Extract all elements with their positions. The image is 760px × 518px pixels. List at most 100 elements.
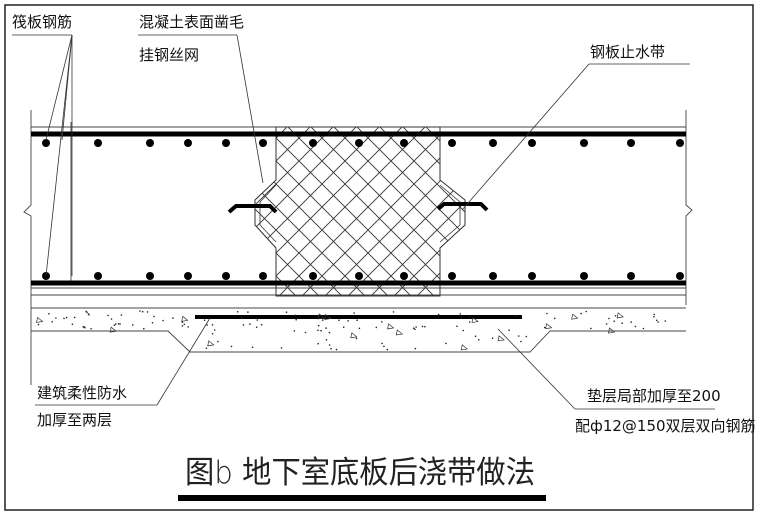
concrete-aggregate-mark [320, 329, 322, 332]
concrete-aggregate-mark [415, 326, 417, 328]
concrete-aggregate-mark [82, 326, 84, 328]
concrete-aggregate-mark [338, 319, 340, 322]
concrete-aggregate-mark [321, 319, 324, 321]
bottom-rebar-dot [627, 272, 635, 280]
concrete-aggregate-mark [86, 311, 88, 314]
concrete-aggregate-mark [421, 325, 424, 328]
concrete-aggregate-mark [469, 316, 471, 319]
concrete-aggregate-mark [424, 325, 426, 328]
concrete-aggregate-mark [543, 326, 546, 329]
concrete-aggregate-mark [172, 317, 174, 319]
bottom-rebar-dot [309, 272, 317, 280]
concrete-aggregate-mark [65, 316, 68, 319]
concrete-aggregate-mark [630, 321, 632, 323]
concrete-aggregate-mark [211, 324, 214, 326]
concrete-aggregate-mark [508, 329, 510, 332]
concrete-aggregate-mark [350, 332, 358, 339]
leader-lines [12, 34, 715, 410]
concrete-aggregate-mark [260, 323, 263, 326]
bottom-rebar-dot [146, 272, 154, 280]
concrete-aggregate-mark [613, 320, 615, 323]
concrete-aggregate-mark [113, 324, 116, 327]
concrete-aggregate-mark [553, 317, 556, 320]
concrete-aggregate-mark [206, 324, 208, 326]
concrete-aggregate-mark [325, 339, 328, 341]
rebar-bars [31, 131, 686, 286]
concrete-aggregate-mark [242, 324, 245, 326]
concrete-aggregate-mark [205, 347, 208, 350]
concrete-aggregate-mark [355, 337, 358, 340]
concrete-aggregate-mark [353, 312, 355, 314]
top-rebar-dot [94, 139, 102, 147]
concrete-aggregate-mark [445, 342, 447, 345]
concrete-aggregate-mark [328, 331, 331, 334]
top-rebar-dot [627, 139, 635, 147]
concrete-aggregate-mark [294, 314, 297, 317]
concrete-aggregate-mark [187, 326, 189, 328]
concrete-aggregate-mark [471, 316, 479, 324]
concrete-aggregate-mark [181, 321, 184, 324]
concrete-aggregate-mark [107, 314, 109, 317]
concrete-aggregate-mark [386, 348, 389, 351]
concrete-aggregate-mark [324, 313, 332, 320]
concrete-aggregate-mark [642, 327, 645, 330]
concrete-aggregate-mark [546, 312, 548, 315]
concrete-aggregate-mark [342, 326, 345, 329]
concrete-aggregate-mark [395, 329, 404, 336]
concrete-aggregate-mark [664, 320, 667, 322]
concrete-aggregate-mark [141, 310, 144, 313]
concrete-aggregate-mark [392, 311, 395, 313]
top-rebar-dot [448, 139, 456, 147]
bottom-rebar-dot [448, 272, 456, 280]
concrete-aggregate-mark [515, 315, 517, 317]
concrete-aggregate-mark [520, 340, 522, 343]
concrete-aggregate-mark [280, 347, 283, 349]
concrete-aggregate-mark [295, 318, 298, 321]
label-cushion-1: 垫层局部加厚至200 [587, 387, 721, 405]
concrete-aggregate-mark [655, 319, 658, 322]
concrete-aggregate-mark [621, 322, 623, 325]
label-cushion-2: 配ф12@150双层双向钢筋 [575, 417, 756, 435]
concrete-aggregate-mark [414, 328, 416, 331]
bottom-rebar-dot [580, 272, 588, 280]
bottom-rebar-dot [222, 272, 230, 280]
concrete-aggregate-mark [151, 322, 154, 324]
concrete-aggregate-mark [114, 323, 117, 325]
concrete-aggregate-mark [381, 342, 383, 345]
concrete-aggregate-mark [437, 313, 440, 316]
label-steel-waterstop: 钢板止水带 [590, 43, 665, 61]
concrete-aggregate-mark [330, 347, 332, 350]
label-concrete-surface-2: 挂钢丝网 [139, 46, 199, 64]
concrete-aggregate-mark [183, 323, 186, 326]
top-rebar-dot [42, 139, 50, 147]
concrete-aggregate-mark [132, 324, 134, 326]
concrete-aggregate-mark [285, 311, 288, 314]
concrete-aggregate-mark [325, 327, 327, 329]
concrete-aggregate-mark [230, 345, 233, 348]
concrete-aggregate-mark [48, 313, 50, 315]
concrete-aggregate-mark [383, 345, 385, 348]
steel-waterstop-right [436, 202, 489, 212]
concrete-aggregate-mark [657, 321, 659, 323]
concrete-aggregate-mark [211, 333, 214, 335]
concrete-aggregate-mark [497, 335, 505, 342]
concrete-aggregate-mark [55, 317, 57, 319]
concrete-aggregate-mark [119, 323, 121, 325]
concrete-aggregate-mark [181, 325, 184, 327]
drawing-title: 图b 地下室底板后浇带做法 [185, 455, 535, 491]
concrete-aggregate-mark [456, 325, 458, 328]
concrete-aggregate-mark [328, 344, 331, 346]
concrete-aggregate-mark [217, 340, 219, 343]
top-rebar-dot [528, 139, 536, 147]
concrete-aggregate-mark [571, 313, 579, 320]
concrete-aggregate-mark [525, 335, 528, 338]
concrete-aggregate-mark [474, 335, 477, 338]
concrete-aggregate-mark [236, 311, 239, 313]
concrete-aggregate-mark [634, 325, 637, 328]
concrete-aggregate-mark [139, 310, 141, 312]
concrete-aggregate-mark [491, 337, 494, 340]
concrete-cushion-speckle [36, 310, 667, 351]
bottom-rebar-dots [42, 272, 684, 280]
concrete-aggregate-mark [580, 312, 582, 315]
